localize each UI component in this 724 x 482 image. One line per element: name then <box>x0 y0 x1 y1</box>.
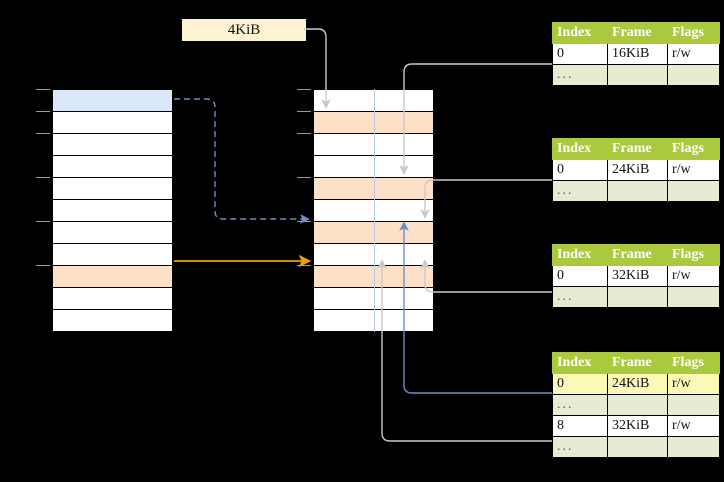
row-tick-mark <box>297 177 311 178</box>
table-row[interactable]: ... <box>552 436 720 458</box>
virtual-address-space-row <box>52 89 173 112</box>
column-divider <box>374 89 375 332</box>
table-ellipsis-cell <box>607 180 668 202</box>
virtual-address-space-row <box>52 155 173 178</box>
column-header: Index <box>552 352 608 374</box>
table-row[interactable]: ... <box>552 286 720 308</box>
column-header: Flags <box>667 352 720 374</box>
table-cell: r/w <box>667 265 720 287</box>
table-cell: r/w <box>667 43 720 65</box>
table-ellipsis-cell <box>607 436 668 458</box>
table-cell: 32KiB <box>607 265 668 287</box>
column-header: Frame <box>607 244 668 266</box>
table-ellipsis-cell <box>607 286 668 308</box>
table-row[interactable]: ... <box>552 394 720 416</box>
table-ellipsis-cell: ... <box>552 394 608 416</box>
virtual-address-space-row <box>52 133 173 156</box>
virtual-address-space-row <box>52 221 173 244</box>
virtual-address-space-row <box>52 177 173 200</box>
page-size-label: 4KiB <box>182 19 306 41</box>
table-cell: r/w <box>667 159 720 181</box>
virtual-address-space-row <box>52 287 173 310</box>
column-header: Frame <box>607 138 668 160</box>
virtual-address-space-row <box>52 243 173 266</box>
virtual-address-space-row <box>52 309 173 332</box>
table-ellipsis-cell <box>667 64 720 86</box>
column-header: Frame <box>607 22 668 44</box>
table-cell: 32KiB <box>607 415 668 437</box>
row-tick-mark <box>297 133 311 134</box>
table-cell: 0 <box>552 43 608 65</box>
column-header: Index <box>552 138 608 160</box>
virtual-address-space-row <box>52 199 173 222</box>
row-tick-mark <box>36 265 50 266</box>
column-header: Flags <box>667 244 720 266</box>
table-ellipsis-cell: ... <box>552 436 608 458</box>
column-header: Flags <box>667 22 720 44</box>
row-tick-mark <box>36 177 50 178</box>
table-cell: 0 <box>552 159 608 181</box>
table-ellipsis-cell: ... <box>552 64 608 86</box>
column-header: Index <box>552 22 608 44</box>
row-tick-mark <box>297 111 311 112</box>
table-ellipsis-cell <box>667 436 720 458</box>
table-ellipsis-cell <box>667 180 720 202</box>
virtual-address-space-row <box>52 265 173 288</box>
row-tick-mark <box>36 133 50 134</box>
table-ellipsis-cell: ... <box>552 286 608 308</box>
row-tick-mark <box>36 221 50 222</box>
table-cell: r/w <box>667 373 720 395</box>
table-cell: 24KiB <box>607 373 668 395</box>
table-cell: 16KiB <box>607 43 668 65</box>
table-cell: r/w <box>667 415 720 437</box>
table-ellipsis-cell <box>667 286 720 308</box>
table-row[interactable]: ... <box>552 180 720 202</box>
table-ellipsis-cell <box>607 64 668 86</box>
table-cell: 8 <box>552 415 608 437</box>
virtual-address-space-column <box>36 89 173 332</box>
table-ellipsis-cell <box>667 394 720 416</box>
physical-memory-column <box>297 89 434 332</box>
row-tick-mark <box>297 89 311 90</box>
row-tick-mark <box>36 111 50 112</box>
row-tick-mark <box>36 89 50 90</box>
table-ellipsis-cell <box>607 394 668 416</box>
table-ellipsis-cell: ... <box>552 180 608 202</box>
virtual-address-space-row <box>52 111 173 134</box>
table-cell: 24KiB <box>607 159 668 181</box>
column-header: Flags <box>667 138 720 160</box>
table-cell: 0 <box>552 265 608 287</box>
table-row[interactable]: ... <box>552 64 720 86</box>
column-header: Frame <box>607 352 668 374</box>
row-tick-mark <box>297 265 311 266</box>
table-cell: 0 <box>552 373 608 395</box>
row-tick-mark <box>297 221 311 222</box>
column-header: Index <box>552 244 608 266</box>
